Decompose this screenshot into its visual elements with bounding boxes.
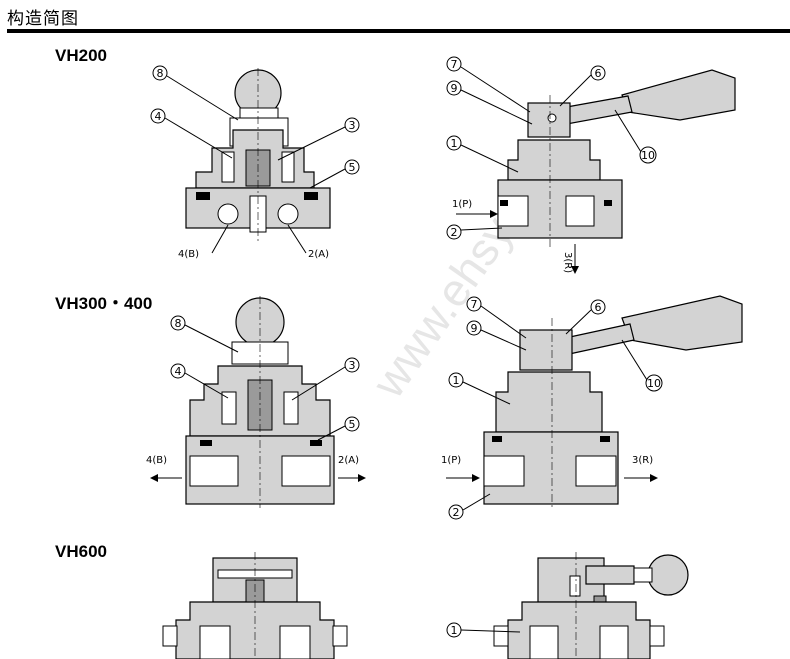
- svg-text:1(P): 1(P): [452, 199, 472, 210]
- svg-text:4: 4: [175, 365, 182, 378]
- svg-text:3(R): 3(R): [562, 252, 573, 273]
- callout-3-vh300: 3: [291, 357, 360, 401]
- svg-text:7: 7: [451, 58, 458, 71]
- callout-7-vh200: 7: [446, 56, 531, 113]
- section-label-vh200: VH200: [55, 46, 107, 65]
- port-label-4b-vh300: 4(B): [146, 455, 182, 482]
- callout-8-vh300: 8: [170, 315, 239, 353]
- svg-text:8: 8: [157, 67, 164, 80]
- port-label-4b-vh200: 4(B): [178, 224, 229, 260]
- svg-text:1(P): 1(P): [441, 455, 461, 466]
- callout-7-vh300: 7: [466, 296, 527, 339]
- svg-text:2(A): 2(A): [308, 249, 329, 260]
- svg-text:4(B): 4(B): [146, 455, 167, 466]
- vh200-front-view: [497, 69, 736, 250]
- callout-10-vh200: 10: [614, 109, 657, 164]
- callout-8-vh200: 8: [152, 65, 239, 121]
- vh600-side-view: [162, 552, 348, 659]
- port-label-2a-vh300: 2(A): [338, 455, 366, 482]
- callout-6-vh300: 6: [565, 299, 606, 335]
- port-label-1p-vh200: 1(P): [452, 199, 498, 218]
- page-header: 构造简图: [0, 0, 790, 34]
- callout-9-vh200: 9: [446, 80, 533, 125]
- svg-text:4: 4: [155, 110, 162, 123]
- svg-text:6: 6: [595, 67, 602, 80]
- callout-4-vh300: 4: [170, 363, 229, 399]
- svg-text:4(B): 4(B): [178, 249, 199, 260]
- section-label-vh600: VH600: [55, 542, 107, 561]
- svg-text:3: 3: [349, 119, 356, 132]
- header-divider: [7, 29, 790, 33]
- svg-text:9: 9: [451, 82, 458, 95]
- vh300-400-side-view: [185, 296, 335, 508]
- svg-text:5: 5: [349, 161, 356, 174]
- callout-3-vh200: 3: [277, 117, 360, 161]
- callout-1-vh600: 1: [446, 622, 521, 638]
- callout-9-vh300: 9: [466, 320, 527, 351]
- callout-5-vh300: 5: [317, 416, 360, 441]
- vh300-400-front-view: [483, 295, 743, 510]
- page-title: 构造简图: [7, 9, 79, 29]
- svg-text:2: 2: [453, 506, 460, 519]
- callout-5-vh200: 5: [309, 159, 360, 189]
- callout-6-vh200: 6: [559, 65, 606, 107]
- svg-text:5: 5: [349, 418, 356, 431]
- callout-1-vh200: 1: [446, 135, 519, 173]
- svg-text:8: 8: [175, 317, 182, 330]
- svg-text:2(A): 2(A): [338, 455, 359, 466]
- callout-10-vh300: 10: [621, 339, 663, 392]
- callout-2-vh200: 2: [446, 224, 503, 240]
- section-label-vh300-400: VH300・400: [55, 294, 153, 313]
- svg-text:3(R): 3(R): [632, 455, 653, 466]
- port-label-3r-vh300: 3(R): [624, 455, 658, 482]
- port-label-1p-vh300: 1(P): [441, 455, 480, 482]
- callout-4-vh200: 4: [150, 108, 233, 159]
- svg-text:3: 3: [349, 359, 356, 372]
- svg-text:9: 9: [471, 322, 478, 335]
- port-label-3r-vh200: 3(R): [562, 244, 579, 274]
- svg-text:7: 7: [471, 298, 478, 311]
- vh600-front-view: [493, 552, 689, 659]
- svg-text:10: 10: [647, 377, 661, 390]
- vh200-side-view: [185, 68, 331, 244]
- callout-2-vh300: 2: [448, 493, 491, 520]
- svg-text:2: 2: [451, 226, 458, 239]
- svg-text:1: 1: [451, 137, 458, 150]
- svg-text:1: 1: [451, 624, 458, 637]
- svg-text:1: 1: [453, 374, 460, 387]
- port-label-2a-vh200: 2(A): [287, 224, 329, 260]
- svg-text:10: 10: [641, 149, 655, 162]
- svg-text:6: 6: [595, 301, 602, 314]
- callout-1-vh300: 1: [448, 372, 511, 405]
